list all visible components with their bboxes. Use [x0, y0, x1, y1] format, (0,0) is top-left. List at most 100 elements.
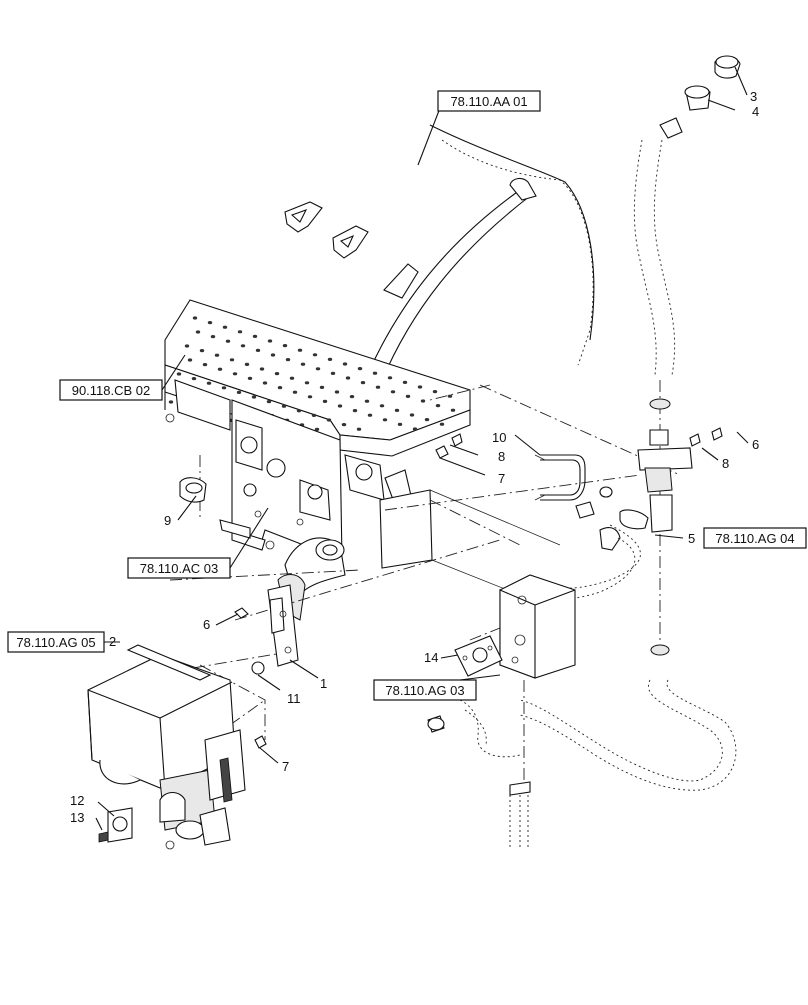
perforation-hole [330, 371, 336, 375]
ref-box-90-118-cb-02[interactable]: 90.118.CB 02 [59, 379, 163, 401]
perforation-hole [412, 427, 418, 431]
perforation-hole [187, 358, 193, 362]
perforation-hole [252, 334, 258, 338]
mount-bracket [165, 399, 561, 596]
perforation-hole [409, 413, 415, 417]
perforation-hole [394, 408, 400, 412]
perforation-hole [255, 348, 261, 352]
tank-outline [284, 124, 595, 391]
u-bolt [534, 454, 586, 501]
perforation-hole [367, 413, 373, 417]
callout-13: 13 [70, 810, 84, 825]
perforation-hole [300, 362, 306, 366]
perforation-hole [327, 357, 333, 361]
callout-9: 9 [164, 513, 171, 528]
ref-box-78-110-ag-05[interactable]: 78.110.AG 05 [7, 631, 105, 653]
perforation-hole [312, 353, 318, 357]
perforation-hole [297, 348, 303, 352]
perforation-hole [417, 385, 423, 389]
callout-11: 11 [287, 691, 301, 706]
perforation-hole [240, 344, 246, 348]
perforation-hole [259, 367, 265, 371]
perforation-hole [375, 385, 381, 389]
ref-label: 78.110.AG 05 [16, 635, 95, 650]
ref-label: 78.110.AG 04 [715, 531, 794, 546]
perforation-hole [315, 367, 321, 371]
perforation-hole [439, 422, 445, 426]
perforation-hole [207, 321, 213, 325]
perforation-hole [184, 344, 190, 348]
ref-label: 90.118.CB 02 [72, 383, 151, 398]
perforation-hole [420, 399, 426, 403]
callout-14: 14 [424, 650, 438, 665]
perforation-hole [349, 395, 355, 399]
perforation-hole [210, 335, 216, 339]
perforation-hole [357, 367, 363, 371]
callout-5: 5 [688, 531, 695, 546]
perforation-hole [247, 376, 253, 380]
platform-step [164, 299, 471, 457]
callout-1: 1 [320, 676, 327, 691]
hose-assembly [427, 55, 741, 850]
perforation-hole [322, 399, 328, 403]
perforation-hole [397, 422, 403, 426]
perforation-hole [191, 377, 197, 381]
perforation-hole [435, 404, 441, 408]
perforation-hole [221, 386, 227, 390]
perforation-hole [360, 381, 366, 385]
perforation-hole [285, 358, 291, 362]
perforation-hole [352, 409, 358, 413]
perforation-hole [387, 376, 393, 380]
perforation-hole [450, 408, 456, 412]
perforation-hole [281, 404, 287, 408]
ref-label: 78.110.AA 01 [450, 94, 527, 109]
perforation-hole [326, 418, 332, 422]
perforation-hole [405, 394, 411, 398]
perforation-hole [447, 394, 453, 398]
leader-lines [95, 66, 749, 831]
perforation-hole [334, 390, 340, 394]
perforation-hole [289, 376, 295, 380]
callout-6-left: 6 [203, 617, 210, 632]
perforation-hole [319, 385, 325, 389]
callout-8-left: 8 [498, 449, 505, 464]
control-box [87, 644, 246, 850]
callout-4: 4 [752, 104, 759, 119]
ref-label: 78.110.AG 03 [385, 683, 464, 698]
perforation-hole [345, 376, 351, 380]
perforation-hole [296, 409, 302, 413]
callout-10: 10 [492, 430, 506, 445]
perforation-hole [217, 367, 223, 371]
perforation-hole [232, 372, 238, 376]
perforation-hole [424, 418, 430, 422]
perforation-hole [379, 404, 385, 408]
perforation-hole [304, 381, 310, 385]
ref-box-78-110-ac-03[interactable]: 78.110.AC 03 [127, 557, 231, 579]
perforation-hole [267, 339, 273, 343]
perforation-hole [222, 325, 228, 329]
ref-box-78-110-ag-04[interactable]: 78.110.AG 04 [703, 527, 807, 549]
perforation-hole [237, 330, 243, 334]
valve-box [454, 574, 576, 679]
perforation-hole [274, 372, 280, 376]
perforation-hole [282, 344, 288, 348]
perforation-hole [402, 380, 408, 384]
perforation-hole [266, 400, 272, 404]
perforation-hole [341, 423, 347, 427]
perforation-hole [390, 390, 396, 394]
perforation-hole [314, 427, 320, 431]
callout-3: 3 [750, 89, 757, 104]
ref-box-78-110-ag-03[interactable]: 78.110.AG 03 [373, 679, 477, 701]
perforation-hole [202, 363, 208, 367]
callout-8-right: 8 [722, 456, 729, 471]
fasteners [179, 427, 723, 749]
perforation-hole [168, 400, 174, 404]
ref-box-78-110-aa-01[interactable]: 78.110.AA 01 [437, 90, 541, 112]
perforation-hole [364, 399, 370, 403]
perforation-hole [356, 427, 362, 431]
perforation-hole [382, 418, 388, 422]
perforation-hole [270, 353, 276, 357]
perforation-hole [225, 339, 231, 343]
